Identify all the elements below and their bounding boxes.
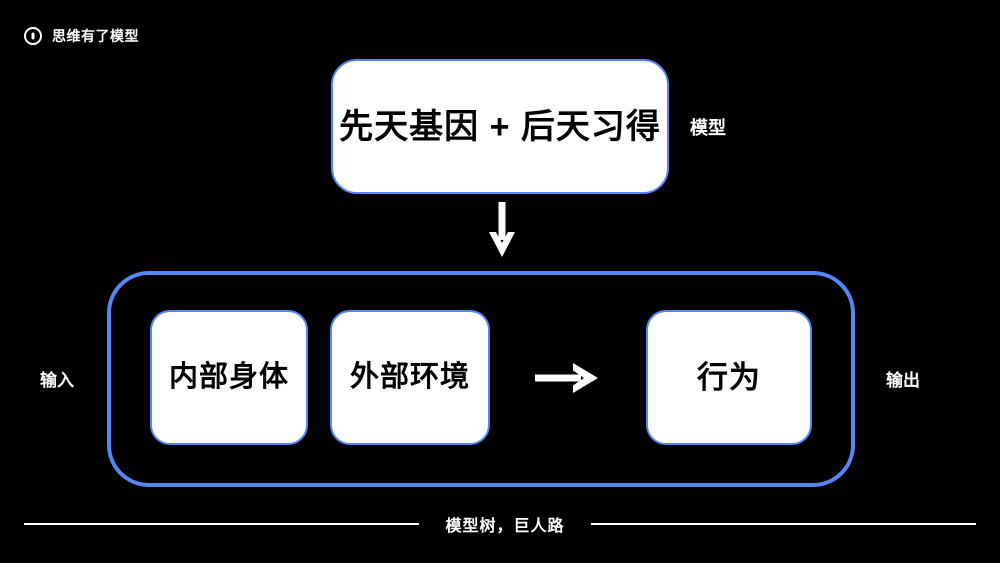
slide-header-title: 思维有了模型: [52, 28, 139, 44]
system-container: [107, 271, 855, 487]
input-card-internal-body: 内部身体: [150, 310, 308, 445]
output-label: 输出: [886, 371, 920, 390]
model-side-label: 模型: [690, 118, 726, 138]
slide-header: 思维有了模型: [24, 26, 139, 46]
footer-text: 模型树，巨人路: [445, 518, 565, 535]
slide-footer: 模型树，巨人路: [0, 508, 1000, 540]
input-card-external-environment-label: 外部环境: [349, 361, 470, 393]
arrow-right-icon: [535, 362, 599, 394]
footer-rule-right: [590, 523, 976, 525]
input-label: 输入: [40, 371, 74, 390]
footer-rule-left: [24, 523, 420, 525]
record-circle-icon: [24, 27, 42, 45]
input-card-external-environment: 外部环境: [330, 310, 490, 445]
output-card-behavior-label: 行为: [697, 360, 761, 395]
input-card-internal-body-label: 内部身体: [168, 361, 289, 393]
arrow-down-icon: [488, 202, 516, 258]
model-card: 先天基因 + 后天习得: [331, 59, 669, 194]
model-card-label: 先天基因 + 后天习得: [339, 107, 661, 146]
output-card-behavior: 行为: [646, 310, 812, 445]
